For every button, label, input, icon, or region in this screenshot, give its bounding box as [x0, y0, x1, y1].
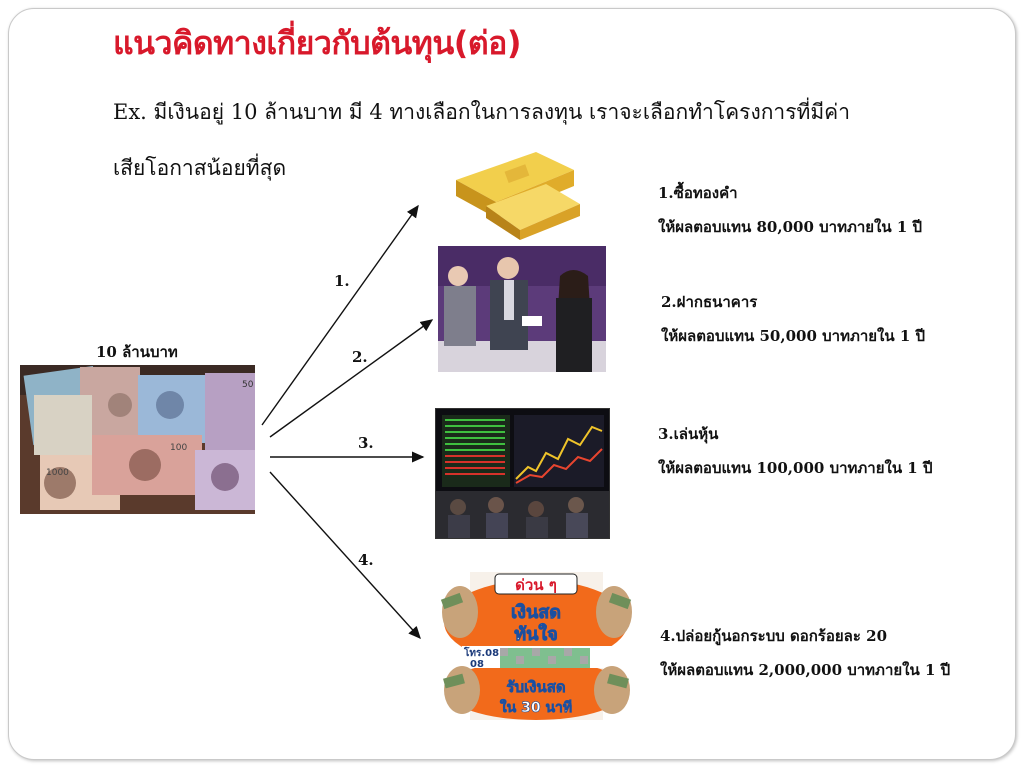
- money-stacks-image: 1000 100 50: [20, 365, 255, 514]
- svg-text:50: 50: [242, 380, 254, 390]
- option-2-name: 2.ฝากธนาคาร: [661, 293, 758, 311]
- svg-text:100: 100: [170, 443, 187, 453]
- arrow-1: [261, 204, 419, 426]
- intro-text: Ex. มีเงินอยู่ 10 ล้านบาท มี 4 ทางเลือกใ…: [113, 84, 973, 196]
- bank-deposit-image: [438, 246, 606, 372]
- arrow-1-label: 1.: [334, 272, 350, 290]
- arrow-4: [269, 471, 421, 640]
- option-4-name: 4.ปล่อยกู้นอกระบบ ดอกร้อยละ 20: [660, 627, 888, 645]
- arrow-3-label: 3.: [358, 434, 374, 452]
- option-4-text: 4.ปล่อยกู้นอกระบบ ดอกร้อยละ 20 ให้ผลตอบแ…: [660, 619, 950, 687]
- poster-phone-1: โทร.08: [463, 646, 499, 659]
- option-3-text: 3.เล่นหุ้น ให้ผลตอบแทน 100,000 บาทภายใน …: [658, 417, 932, 485]
- option-1-return: ให้ผลตอบแทน 80,000 บาทภายใน 1 ปี: [658, 218, 923, 236]
- poster-offer-1: รับเงินสด: [506, 678, 565, 696]
- option-4-return: ให้ผลตอบแทน 2,000,000 บาทภายใน 1 ปี: [660, 661, 951, 679]
- poster-headline-1: เงินสด: [511, 602, 561, 623]
- loan-poster-image: ด่วน ๆ เงินสด ทันใจ โทร.08 08 รับเงินสด …: [440, 572, 633, 720]
- arrow-4-label: 4.: [358, 551, 374, 569]
- option-2-return: ให้ผลตอบแทน 50,000 บาทภายใน 1 ปี: [661, 327, 926, 345]
- option-1-name: 1.ซื้อทองคำ: [658, 184, 738, 202]
- poster-banner: ด่วน ๆ: [515, 576, 557, 594]
- arrow-2: [269, 319, 434, 438]
- option-3-return: ให้ผลตอบแทน 100,000 บาทภายใน 1 ปี: [658, 459, 933, 477]
- poster-headline-2: ทันใจ: [514, 623, 558, 645]
- arrow-2-label: 2.: [352, 348, 368, 366]
- poster-phone-2: 08: [470, 659, 484, 670]
- option-1-text: 1.ซื้อทองคำ ให้ผลตอบแทน 80,000 บาทภายใน …: [658, 176, 922, 244]
- intro-line-2: เสียโอกาสน้อยที่สุด: [113, 156, 287, 180]
- svg-text:1000: 1000: [46, 468, 69, 478]
- poster-offer-2: ใน 30 นาที: [500, 698, 572, 716]
- intro-line-1: Ex. มีเงินอยู่ 10 ล้านบาท มี 4 ทางเลือกใ…: [113, 100, 851, 124]
- slide-title: แนวคิดทางเกี่ยวกับต้นทุน(ต่อ): [113, 24, 521, 62]
- option-3-name: 3.เล่นหุ้น: [658, 425, 719, 443]
- option-2-text: 2.ฝากธนาคาร ให้ผลตอบแทน 50,000 บาทภายใน …: [661, 285, 925, 353]
- stock-board-image: [435, 408, 610, 539]
- gold-bars-image: [436, 140, 584, 240]
- source-label: 10 ล้านบาท: [96, 343, 178, 361]
